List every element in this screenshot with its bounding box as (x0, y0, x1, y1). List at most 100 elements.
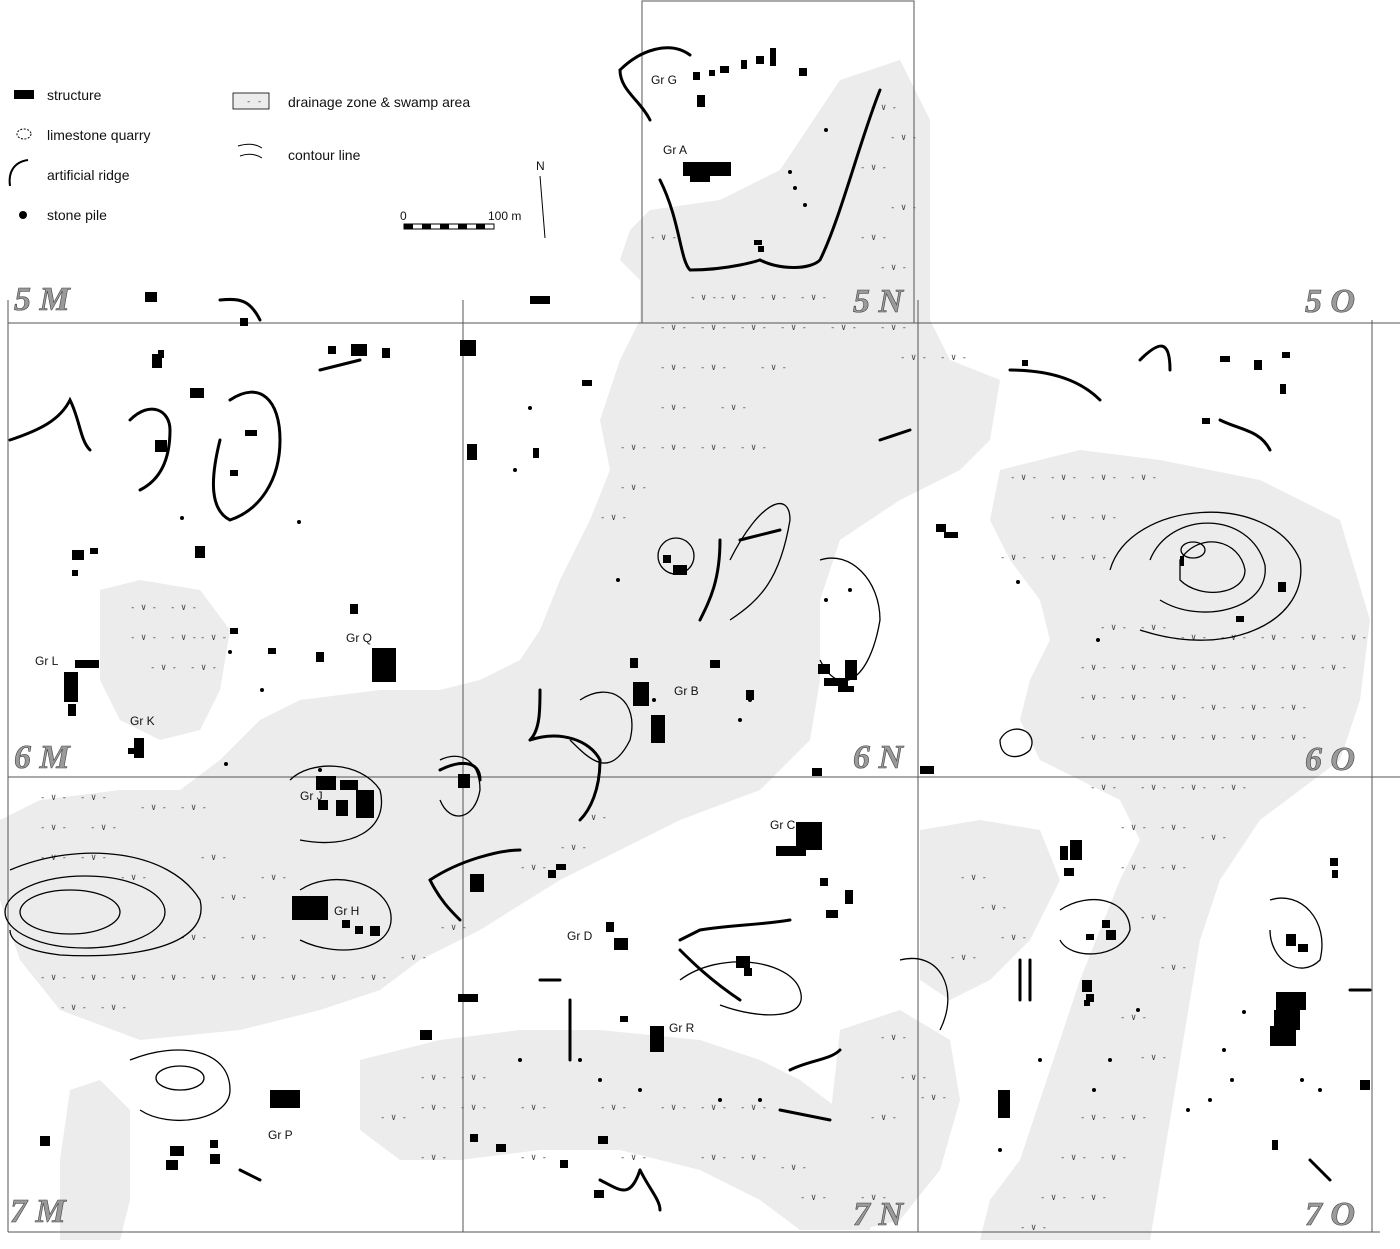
contour-6o-hill-3 (1109, 511, 1302, 641)
grid-label-6m: 6 M (14, 739, 72, 776)
swamp-mark: - ∨ - (40, 973, 67, 983)
swamp-mark: - ∨ - (1260, 633, 1287, 643)
structure-mark (820, 878, 828, 886)
swamp-mark: - ∨ - (150, 663, 177, 673)
swamp-mark: - ∨ - (1020, 1223, 1047, 1233)
structure-mark (818, 664, 830, 674)
swamp-mark: - ∨ - (900, 353, 927, 363)
group-label-j: Gr J (300, 789, 323, 803)
structure-mark (316, 776, 336, 790)
swamp-mark: - ∨ - (1120, 863, 1147, 873)
swamp-mark: - ∨ - (1160, 823, 1187, 833)
group-label-h: Gr H (334, 904, 359, 918)
swamp-mark: - ∨ - (80, 853, 107, 863)
structure-mark (1254, 360, 1262, 370)
structure-mark (40, 1136, 50, 1146)
group-label-a: Gr A (663, 143, 687, 157)
structure-mark (799, 68, 807, 76)
structure-mark (145, 292, 157, 302)
swamp-mark: - ∨ - (320, 973, 347, 983)
swamp-mark: - ∨ - (180, 933, 207, 943)
swamp-mark: - ∨ - (1050, 473, 1077, 483)
structure-mark (458, 774, 470, 788)
swamp-mark: - ∨ - (620, 1153, 647, 1163)
structure-mark (1298, 944, 1308, 952)
contour-hill-7m-outer (9, 852, 202, 957)
swamp-mark: - ∨ - (720, 403, 747, 413)
ridge-5o-2 (1138, 344, 1172, 372)
structure-mark (90, 548, 98, 554)
structure-mark (548, 870, 556, 878)
contour-6m-1 (439, 755, 481, 817)
swamp-mark: - ∨ - (560, 843, 587, 853)
structure-mark (458, 994, 478, 1002)
structure-mark (1286, 934, 1296, 946)
swamp-mark: - ∨ - (1050, 513, 1077, 523)
structure-mark (1330, 858, 1338, 866)
group-label-k: Gr K (130, 714, 155, 728)
scale-seg-5 (476, 224, 485, 229)
structure-mark (268, 648, 276, 654)
structure-mark (1106, 930, 1116, 940)
structure-mark (812, 768, 822, 776)
stone-pile-mark (1318, 1088, 1322, 1092)
structure-mark (351, 344, 367, 356)
swamp-mark: - ∨ - (60, 1003, 87, 1013)
swamp-mark: - ∨ - (200, 973, 227, 983)
swamp-mark: - ∨ - (700, 1103, 727, 1113)
stone-pile-mark (180, 516, 184, 520)
swamp-mark: - ∨ - (740, 323, 767, 333)
structure-mark (594, 1190, 604, 1198)
structure-mark (467, 444, 477, 460)
swamp-mark: - ∨ - (120, 873, 147, 883)
swamp-mark: - ∨ - (190, 663, 217, 673)
swamp-mark: - ∨ - (1100, 623, 1127, 633)
stone-pile-mark (803, 203, 807, 207)
ridge-7n-7 (638, 1168, 662, 1212)
grid-label-6n: 6 N (853, 739, 905, 776)
structure-mark (356, 790, 374, 818)
ridge-7n-5 (788, 1048, 842, 1072)
structure-mark (1202, 418, 1210, 424)
ridge-5n-5 (878, 428, 912, 442)
structure-mark (1276, 992, 1306, 1010)
legend-stone-pile: stone pile (47, 207, 107, 223)
structure-mark (420, 1030, 432, 1040)
drainage-swatch-mark: - - (246, 97, 262, 107)
swamp-southwest-7m (60, 1080, 130, 1240)
swamp-mark: - ∨ - (200, 633, 227, 643)
stone-pile-mark (1186, 1108, 1190, 1112)
swamp-mark: - ∨ - (170, 603, 197, 613)
swamp-mark: - ∨ - (1080, 1113, 1107, 1123)
structure-mark (496, 1144, 506, 1152)
structure-mark (1064, 868, 1074, 876)
artificial-ridges (8, 46, 1372, 1212)
structure-mark (230, 628, 238, 634)
swamp-mark: - ∨ - (870, 103, 897, 113)
legend-drainage: drainage zone & swamp area (288, 94, 470, 110)
stone-pile-mark (318, 768, 322, 772)
swamp-mark: - ∨ - (620, 443, 647, 453)
structure-mark (770, 48, 776, 66)
swamp-mark: - ∨ - (1280, 663, 1307, 673)
structure-mark (582, 380, 592, 386)
contour-7n-1 (679, 961, 802, 1016)
stone-pile-swatch-icon (19, 211, 27, 219)
contour-gr-h (299, 878, 392, 951)
structure-mark (1060, 846, 1068, 860)
stone-pile-mark (1222, 1048, 1226, 1052)
swamp-mark: - ∨ - (1140, 623, 1167, 633)
swamp-mark: - ∨ - (740, 1103, 767, 1113)
swamp-mark: - ∨ - (100, 1003, 127, 1013)
structure-mark (633, 682, 649, 706)
swamp-mark: - ∨ - (600, 1103, 627, 1113)
stone-pile-mark (1300, 1078, 1304, 1082)
stone-pile-mark (513, 468, 517, 472)
group-label-q: Gr Q (346, 631, 372, 645)
scale-start: 0 (400, 209, 407, 223)
group-label-r: Gr R (669, 1021, 695, 1035)
grid-label-6o: 6 O (1305, 741, 1355, 778)
swamp-mark: - ∨ - (700, 323, 727, 333)
structure-mark (756, 56, 764, 64)
swamp-mark: - ∨ - (1120, 1013, 1147, 1023)
